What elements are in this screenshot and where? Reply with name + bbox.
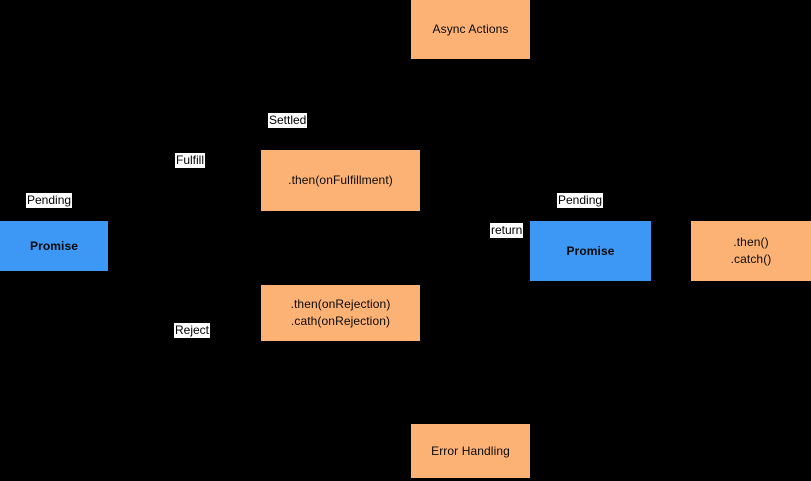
edge-label-fulfill: Fulfill: [175, 153, 206, 168]
node-catch-label: .catch(): [730, 252, 772, 266]
node-promise-left[interactable]: Promise: [0, 221, 108, 271]
node-error-handling[interactable]: Error Handling: [411, 424, 530, 478]
node-then-catch[interactable]: .then() .catch(): [691, 221, 811, 281]
edge-async-actions-down: [470, 59, 471, 150]
edge-promise-to-fulfill: [108, 245, 261, 246]
node-async-actions-label: Async Actions: [432, 22, 509, 36]
edge-label-pending-right: Pending: [557, 193, 604, 208]
edge-promise-right-to-then-catch: [651, 251, 691, 252]
node-then-catch-on-rejection[interactable]: .then(onRejection) .cath(onRejection): [261, 285, 420, 341]
edge-reject-to-rejection-box: [108, 313, 261, 314]
edge-label-reject: Reject: [174, 323, 211, 338]
node-error-handling-label: Error Handling: [431, 443, 510, 458]
node-then-label: .then(): [733, 235, 769, 249]
node-cath-on-rejection-label: .cath(onRejection): [290, 314, 391, 328]
edge-fulfillment-to-return: [420, 180, 530, 181]
node-promise-right[interactable]: Promise: [530, 221, 651, 281]
edge-rejection-to-error-handling: [470, 313, 471, 424]
edge-label-return: return: [490, 223, 524, 238]
edge-rejection-box-to-error: [420, 313, 470, 314]
node-promise-right-label: Promise: [566, 243, 615, 258]
node-promise-left-label: Promise: [29, 238, 79, 253]
edge-label-settled: Settled: [268, 113, 308, 128]
node-then-on-fulfillment-label: .then(onFulfillment): [288, 173, 393, 187]
edge-label-pending-left: Pending: [26, 193, 73, 208]
node-then-on-rejection-label: .then(onRejection): [290, 297, 391, 311]
node-then-on-fulfillment[interactable]: .then(onFulfillment): [261, 150, 420, 211]
node-async-actions[interactable]: Async Actions: [411, 0, 530, 59]
edge-promise-to-reject: [108, 245, 109, 313]
